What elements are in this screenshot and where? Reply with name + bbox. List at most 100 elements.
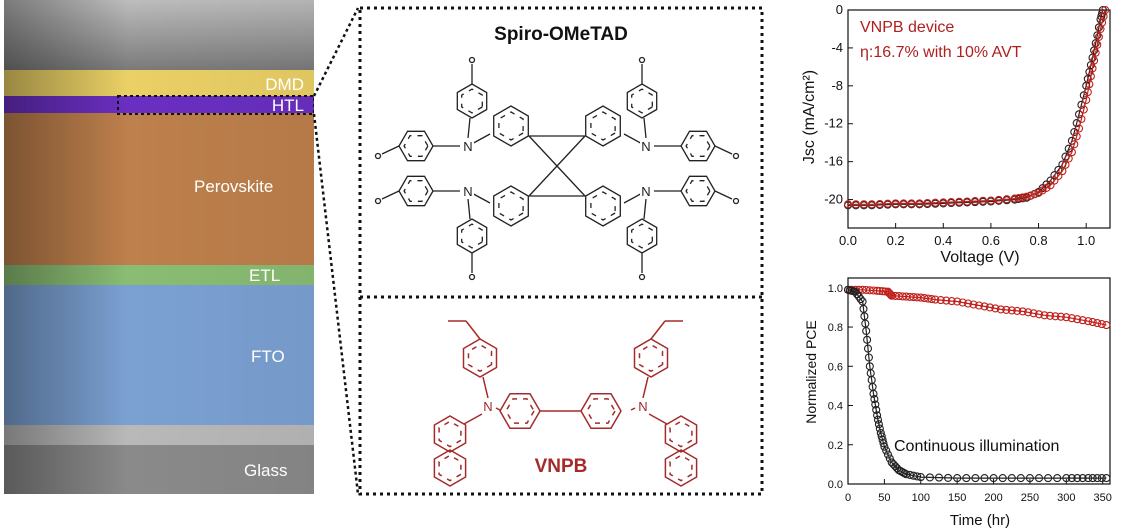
y-tick-label: -16 xyxy=(824,154,843,169)
spiro-aryl-ring-inner xyxy=(403,180,429,202)
pce-annotation: Continuous illumination xyxy=(894,438,1059,455)
data-point xyxy=(851,200,860,209)
data-point xyxy=(970,197,980,206)
jv-annotation-device: VNPB device xyxy=(860,19,954,36)
spiro-ring-inner xyxy=(590,191,616,221)
data-point xyxy=(886,290,895,299)
spiro-n-aryl-bond xyxy=(467,117,471,139)
data-point xyxy=(867,200,876,209)
vnpb-nitrogen-label-bg xyxy=(637,398,649,414)
data-point xyxy=(883,450,893,459)
data-point xyxy=(1084,474,1093,483)
spiro-ring-inner xyxy=(498,111,524,141)
spiro-nitrogen-label: N xyxy=(463,184,472,199)
data-point xyxy=(1088,64,1097,73)
spiro-nitrogen-label: N xyxy=(641,184,650,199)
vnpb-vinyl-phenyl-ring xyxy=(462,338,498,378)
plot-frame xyxy=(847,277,1111,485)
spiro-aryl-ring-inner xyxy=(461,223,483,249)
data-point xyxy=(885,454,894,463)
data-point xyxy=(1050,176,1059,185)
data-point xyxy=(875,424,884,433)
plot-frame xyxy=(847,9,1111,229)
data-point xyxy=(1091,39,1100,48)
vnpb-vinyl-bond xyxy=(465,320,481,340)
spiro-ring xyxy=(493,105,529,147)
pce-x-axis-label: Time (hr) xyxy=(950,512,1010,529)
spiro-nitrogen-label-bg xyxy=(640,183,652,199)
spiro-nitrogen-label-bg xyxy=(462,138,474,154)
data-point xyxy=(875,286,884,296)
data-point xyxy=(874,420,883,429)
data-point xyxy=(915,199,924,208)
data-point xyxy=(1084,317,1093,326)
spiro-aryl-ring-inner xyxy=(685,180,711,202)
data-point xyxy=(871,400,880,409)
data-point xyxy=(1016,474,1025,483)
spiro-methoxy-oxygen xyxy=(374,197,382,205)
data-point xyxy=(883,199,892,208)
data-point xyxy=(880,442,889,451)
data-point xyxy=(962,474,971,483)
data-point xyxy=(873,286,882,295)
vnpb-biphenyl-ring-inner xyxy=(586,398,616,424)
data-point xyxy=(1064,154,1073,163)
htl-label: HTL xyxy=(272,96,304,115)
data-point xyxy=(971,474,980,483)
vnpb-n-naphthyl-bond xyxy=(463,413,483,425)
data-point xyxy=(939,198,948,207)
data-point xyxy=(873,411,882,420)
data-point xyxy=(1044,474,1053,483)
data-point xyxy=(1074,124,1084,133)
x-tick-label: 100 xyxy=(912,492,930,504)
data-point xyxy=(1082,95,1091,105)
data-point xyxy=(870,395,879,404)
data-point xyxy=(1053,474,1062,483)
data-point xyxy=(891,199,900,208)
data-point xyxy=(916,473,925,482)
spiro-methoxy-oxygen xyxy=(638,56,646,64)
zoom-line-bottom xyxy=(312,113,360,495)
data-point xyxy=(1067,314,1076,323)
data-point xyxy=(989,474,998,483)
data-point xyxy=(934,473,944,482)
data-point xyxy=(947,198,956,207)
spiro-nitrogen-label: N xyxy=(463,139,472,154)
data-point xyxy=(1090,56,1099,65)
data-point xyxy=(1050,171,1059,180)
data-point xyxy=(1002,305,1011,314)
data-point xyxy=(925,473,934,482)
spiro-five-ring-bottom xyxy=(528,165,586,197)
y-tick-label: 0 xyxy=(836,2,843,17)
spiro-nitrogen-label: N xyxy=(641,139,650,154)
x-tick-label: 50 xyxy=(878,492,890,504)
data-point xyxy=(1007,306,1016,315)
molecule-frame xyxy=(358,6,764,496)
data-point xyxy=(913,472,922,481)
data-point xyxy=(869,389,878,398)
vnpb-biphenyl-ring-inner xyxy=(505,398,535,424)
x-tick-label: 0 xyxy=(845,492,851,504)
data-point xyxy=(980,302,989,311)
zoom-line-top xyxy=(312,7,360,97)
data-point xyxy=(944,473,953,482)
spiro-methoxy-oxygen xyxy=(468,273,476,281)
vnpb-vinyl-bond xyxy=(650,320,666,340)
spiro-ring-inner xyxy=(498,191,524,221)
x-tick-label: 0.8 xyxy=(1030,233,1048,248)
jv-annotation-efficiency: η:16.7% with 10% AVT xyxy=(860,44,1022,61)
data-point xyxy=(1079,105,1088,114)
data-point xyxy=(980,474,989,483)
cross-section-micrograph: DMD HTL Perovskite ETL FTO Glass xyxy=(4,0,314,494)
data-point xyxy=(1062,474,1071,483)
data-point xyxy=(885,289,894,298)
spiro-ometad-structure: N N N N xyxy=(374,56,740,281)
vnpb-naphthyl-ring xyxy=(433,449,467,487)
spiro-n-aryl-bond xyxy=(643,198,647,220)
spiro-ring xyxy=(585,185,621,227)
data-point xyxy=(969,300,978,309)
data-point xyxy=(863,344,873,353)
